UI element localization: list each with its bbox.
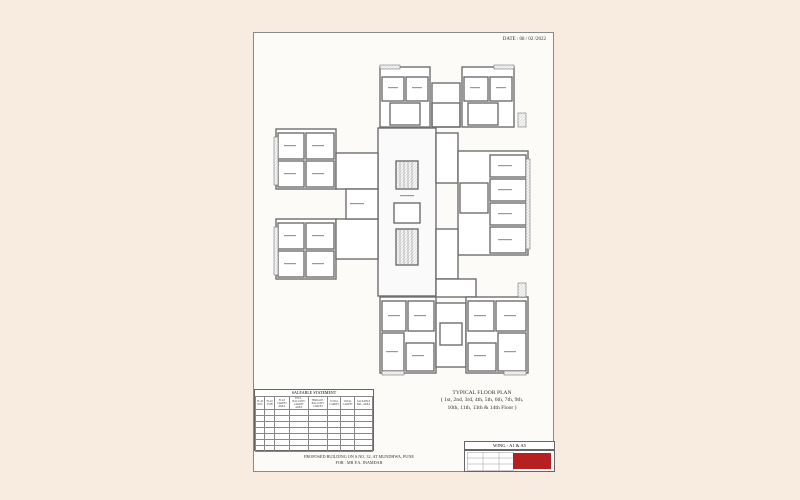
drawing-date: DATE : 08 / 02 /2022: [502, 37, 546, 42]
drawing-sheet: DATE : 08 / 02 /2022: [253, 32, 555, 472]
plan-title-line: 10th, 11th, 13th & 14th Floor ): [447, 404, 517, 411]
col-header: FLAT TYPE: [264, 396, 276, 410]
company-logo: [513, 453, 551, 469]
col-header: FLAT CARPET AREA: [274, 396, 290, 410]
saleable-statement-table: SALEABLE STATEMENT FLAT NOS. FLAT TYPE F…: [254, 389, 374, 452]
col-header: TOTAL CARPET: [340, 396, 356, 410]
col-header: TERRACE / BALCONY CARPET: [307, 396, 328, 410]
plan-title-line: TYPICAL FLOOR PLAN: [452, 390, 512, 396]
project-caption: PROPOSED BUILDING ON S.NO. 32, AT MUNDHW…: [254, 454, 464, 466]
table-row: [254, 421, 373, 428]
title-block: [464, 450, 555, 472]
col-header: SALEABLE BAL. AREA: [354, 396, 373, 410]
floor-plan-drawing: [273, 64, 531, 376]
col-header: FLAT NOS.: [254, 396, 266, 410]
saleable-statement-grid: FLAT NOS. FLAT TYPE FLAT CARPET AREA ENC…: [254, 396, 373, 452]
project-caption-line: FOR : MR P.A. INAMDAR: [335, 460, 383, 465]
wing-label: WING - A1 & A5: [464, 441, 555, 450]
title-block-grid: [467, 452, 514, 471]
table-row: [254, 445, 373, 452]
plan-title-line: ( 1st, 2nd, 3rd, 4th, 5th, 6th, 7th, 9th…: [440, 397, 524, 404]
table-row: [254, 433, 373, 440]
project-caption-line: PROPOSED BUILDING ON S.NO. 32, AT MUNDHW…: [304, 454, 414, 459]
col-header: ENCL. BALCONY CARPET AREA: [288, 396, 309, 410]
col-header: TOTAL CARPET: [326, 396, 342, 410]
plan-title: TYPICAL FLOOR PLAN ( 1st, 2nd, 3rd, 4th,…: [424, 390, 540, 412]
